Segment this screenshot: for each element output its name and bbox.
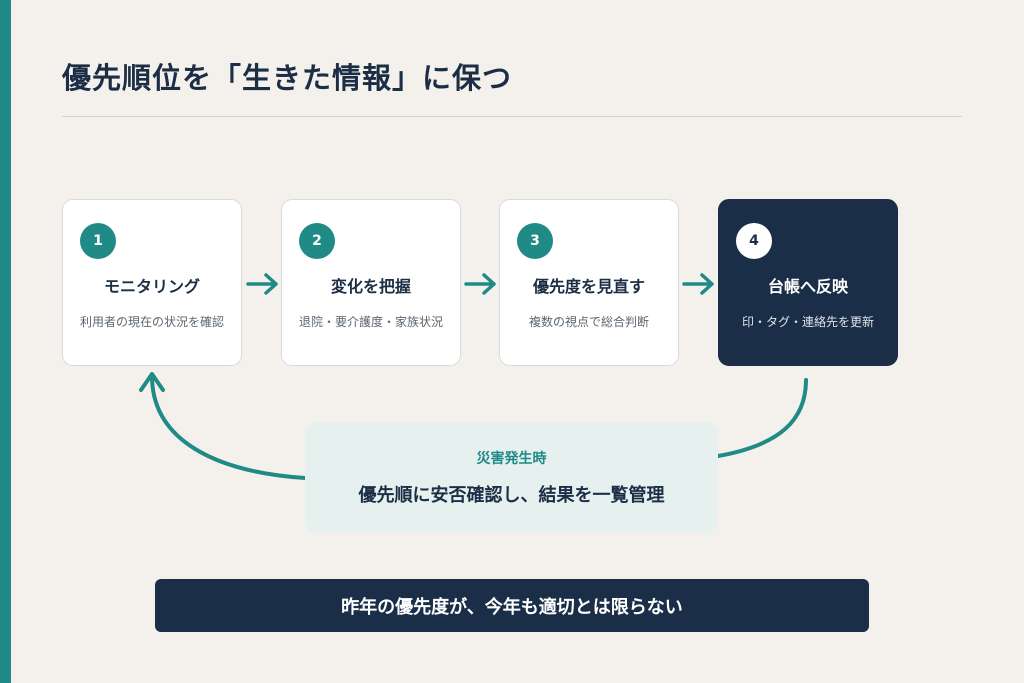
left-accent-bar [0, 0, 11, 683]
step-description: 利用者の現在の状況を確認 [79, 315, 224, 329]
step-card-2: 2 変化を把握 退院・要介護度・家族状況 [281, 199, 461, 366]
step-description: 複数の視点で総合判断 [528, 315, 649, 329]
step-title: 変化を把握 [330, 277, 411, 296]
step-description: 印・タグ・連絡先を更新 [741, 315, 874, 329]
step-title: 台帳へ反映 [767, 277, 848, 296]
step-title: モニタリング [103, 277, 200, 296]
arrow-right-icon [682, 273, 714, 295]
disaster-label: 災害発生時 [476, 451, 547, 467]
step-card-4: 4 台帳へ反映 印・タグ・連絡先を更新 [718, 199, 898, 366]
step-number-badge: 1 [80, 223, 116, 259]
step-number-badge: 2 [299, 223, 335, 259]
step-card-1: 1 モニタリング 利用者の現在の状況を確認 [62, 199, 242, 366]
bottom-message-banner: 昨年の優先度が、今年も適切とは限らない [155, 579, 869, 632]
title-divider [62, 116, 962, 117]
arrow-right-icon [246, 273, 278, 295]
step-description: 退院・要介護度・家族状況 [298, 315, 443, 329]
page-title: 優先順位を「生きた情報」に保つ [62, 61, 513, 95]
step-title: 優先度を見直す [532, 277, 645, 296]
disaster-text: 優先順に安否確認し、結果を一覧管理 [358, 485, 665, 506]
step-number-badge: 3 [517, 223, 553, 259]
step-card-3: 3 優先度を見直す 複数の視点で総合判断 [499, 199, 679, 366]
disaster-note-box: 災害発生時 優先順に安否確認し、結果を一覧管理 [305, 422, 718, 533]
arrow-right-icon [464, 273, 496, 295]
step-number-badge: 4 [736, 223, 772, 259]
